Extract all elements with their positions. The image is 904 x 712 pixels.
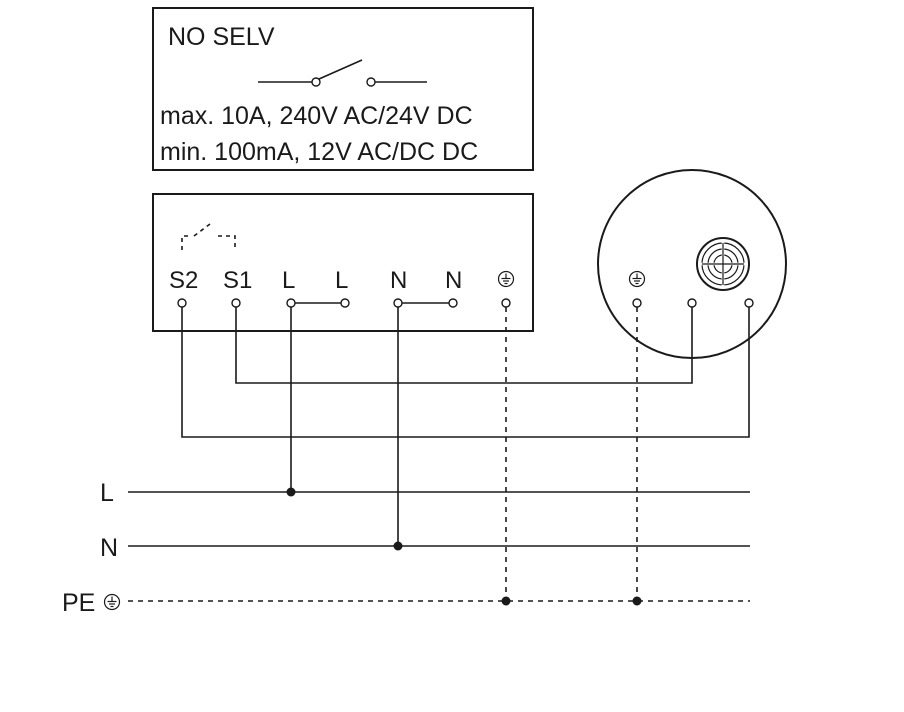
rating-box-frame [152,7,534,171]
terminal-label-n1: N [390,267,407,294]
terminal-n1 [393,298,403,308]
rating-box: NO SELV max. 10A, 240V AC/24V DC min. 10… [152,7,534,171]
junction-l [286,487,296,497]
terminal-n2 [448,298,458,308]
junction-n [393,541,403,551]
switch-contact-icon [258,59,427,87]
supply-label-l: L [100,479,114,507]
controller-box-frame [152,193,534,332]
rating-box-title: NO SELV [168,23,275,51]
terminal-s1 [231,298,241,308]
terminal-s2 [177,298,187,308]
junction-pe-fixture [632,596,642,606]
terminals [177,298,754,308]
fan-grille-icon [696,237,750,291]
fixture [597,169,787,359]
terminal-label-s2: S2 [169,267,198,294]
rating-box-min-rating: min. 100mA, 12V AC/DC DC [160,138,478,166]
terminal-pe-controller [501,298,511,308]
wire-s2-to-fixture [181,303,750,438]
wiring [181,302,750,601]
relay-contact-icon [181,223,236,250]
supply-label-pe: PE [62,589,95,617]
supply-label-n: N [100,534,118,562]
terminal-fixture-switched [687,298,697,308]
terminal-label-n2: N [445,267,462,294]
terminal-pe-fixture [632,298,642,308]
rating-box-max-rating: max. 10A, 240V AC/24V DC [160,102,473,130]
terminal-fixture-direct [744,298,754,308]
terminal-l2 [340,298,350,308]
terminal-l1 [286,298,296,308]
terminal-label-s1: S1 [223,267,252,294]
controller-box: S2 S1 L L N N [152,193,534,332]
terminal-label-l2: L [335,267,348,294]
wire-s1-to-fixture [235,303,693,384]
supply-lines: L N PE [62,479,750,617]
junction-pe-controller [501,596,511,606]
protective-earth-icon [103,593,121,611]
terminal-label-l1: L [282,267,295,294]
